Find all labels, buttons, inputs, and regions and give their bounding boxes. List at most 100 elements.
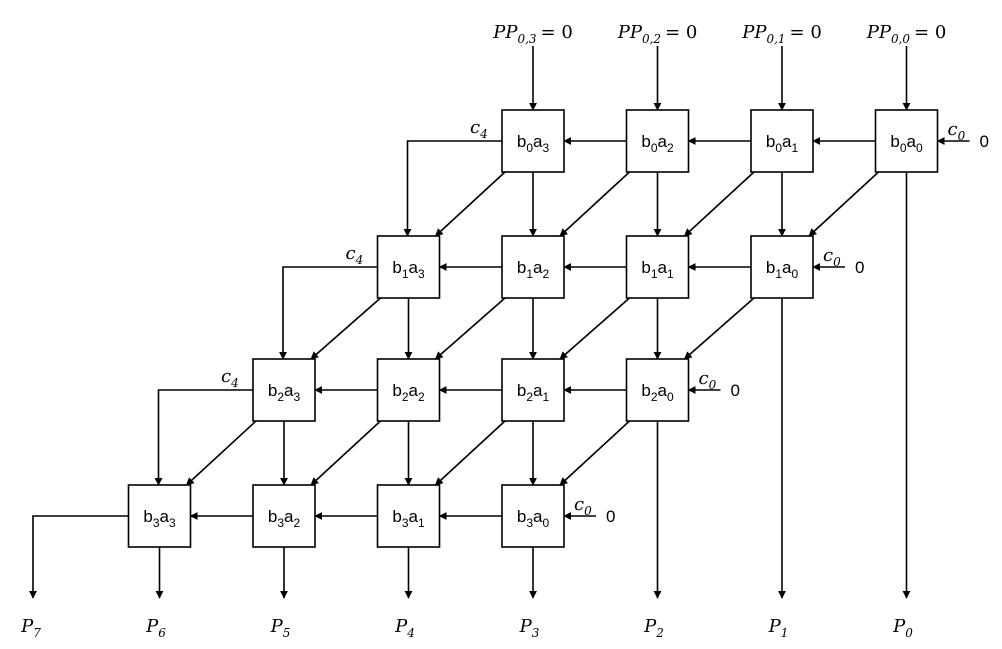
output-label: P6 (145, 616, 166, 640)
carry-in-name: c (948, 119, 958, 140)
output-name: P (768, 616, 782, 637)
output-index: 2 (655, 626, 664, 640)
cell-label: b1a1 (641, 258, 674, 281)
pp-name: PP (866, 22, 892, 43)
cell-b-index: 1 (775, 267, 782, 281)
cell-b0a1: b0a1 (750, 109, 814, 173)
output-name: P (519, 616, 533, 637)
cell-a-index: 1 (418, 516, 425, 530)
cell-b3a0: b3a0 (501, 484, 565, 548)
carry-out-name: c (346, 243, 356, 264)
cell-box (501, 358, 565, 422)
cell-b1a0: b1a0 (750, 235, 814, 299)
cell-b-letter: b (641, 132, 650, 151)
cell-label: b3a0 (517, 507, 550, 530)
carry-in-index: 0 (584, 504, 592, 518)
carry-out-wrap-arrow (154, 389, 253, 486)
cell-label: b0a3 (517, 132, 550, 155)
cell-b-letter: b (517, 507, 526, 526)
cell-label: b2a3 (268, 381, 301, 404)
cell-a-letter: a (907, 132, 917, 151)
cell-a-index: 2 (667, 141, 674, 155)
cell-a-letter: a (409, 258, 419, 277)
carry-in-zero: 0 (606, 507, 615, 526)
diagonal-arrow (559, 420, 631, 486)
cell-box (750, 109, 814, 173)
cell-b0a3: b0a3 (501, 109, 565, 173)
output-label: P0 (892, 616, 913, 640)
cell-b-index: 3 (526, 516, 533, 530)
cell-a-letter: a (284, 507, 294, 526)
cell-b0a0: b0a0 (874, 109, 939, 173)
diagonal-arrow (808, 171, 880, 237)
cell-a-index: 2 (418, 390, 425, 404)
pp-name: PP (492, 22, 518, 43)
carry-out-wrap-arrow (403, 140, 502, 237)
pp-value: = 0 (665, 22, 697, 43)
carry-out-label: c4 (221, 366, 239, 390)
diagonal-arrow (683, 171, 755, 237)
carry-in-index: 0 (958, 129, 966, 143)
cell-label: b2a0 (641, 381, 674, 404)
output-index: 0 (905, 626, 913, 640)
cell-b-letter: b (517, 258, 526, 277)
cell-label: b3a2 (268, 507, 301, 530)
cell-a-index: 1 (542, 390, 549, 404)
cell-box (625, 358, 690, 422)
carry-out-name: c (221, 366, 231, 387)
diagonal-arrow (559, 297, 631, 360)
carry-in-name: c (574, 494, 584, 515)
diagonal-arrow (559, 171, 631, 237)
diagonal-arrow (434, 420, 506, 486)
carry-out-index: 4 (230, 376, 239, 390)
output-label: P3 (519, 616, 540, 640)
cell-b-index: 3 (402, 516, 409, 530)
cell-box (376, 358, 441, 422)
cell-box (625, 109, 690, 173)
cell-a-letter: a (533, 507, 543, 526)
cell-b1a1: b1a1 (625, 235, 690, 299)
pp-label: PP0,3= 0 (492, 22, 573, 46)
output-index: 6 (158, 626, 166, 640)
pp-label: PP0,2= 0 (617, 22, 698, 46)
cell-b-letter: b (268, 507, 277, 526)
carry-in-zero: 0 (980, 132, 989, 151)
output-index: 1 (781, 626, 789, 640)
cell-a-letter: a (658, 381, 668, 400)
output-name: P (20, 616, 34, 637)
cell-a-letter: a (782, 132, 792, 151)
output-arrow (29, 515, 129, 599)
cell-box (376, 235, 441, 299)
carry-out-label: c4 (346, 243, 364, 267)
carry-in-name: c (699, 368, 709, 389)
cell-b-letter: b (392, 258, 401, 277)
cell-a-index: 3 (542, 141, 549, 155)
cell-label: b1a3 (392, 258, 425, 281)
cell-b-index: 1 (402, 267, 409, 281)
cell-b-letter: b (268, 381, 277, 400)
carry-in-label: c0 (948, 119, 966, 143)
pp-label: PP0,0= 0 (866, 22, 947, 46)
carry-out-index: 4 (479, 127, 488, 141)
cell-label: b2a1 (517, 381, 550, 404)
cell-b2a2: b2a2 (376, 358, 441, 422)
cell-b-letter: b (766, 258, 775, 277)
cell-b-index: 1 (651, 267, 658, 281)
cell-box (252, 484, 316, 548)
output-name: P (145, 616, 159, 637)
cell-b-index: 0 (900, 141, 907, 155)
cell-a-index: 3 (418, 267, 425, 281)
cell-a-letter: a (782, 258, 792, 277)
output-index: 7 (33, 626, 41, 640)
pp-index: 0,1 (766, 32, 785, 46)
carry-in-index: 0 (709, 378, 717, 392)
cell-a-index: 0 (542, 516, 549, 530)
cell-b3a2: b3a2 (252, 484, 316, 548)
cell-b2a1: b2a1 (501, 358, 565, 422)
cell-b2a3: b2a3 (252, 358, 316, 422)
cell-a-letter: a (409, 381, 419, 400)
pp-index: 0,3 (517, 32, 536, 46)
diagonal-arrow (185, 420, 257, 486)
output-name: P (892, 616, 906, 637)
